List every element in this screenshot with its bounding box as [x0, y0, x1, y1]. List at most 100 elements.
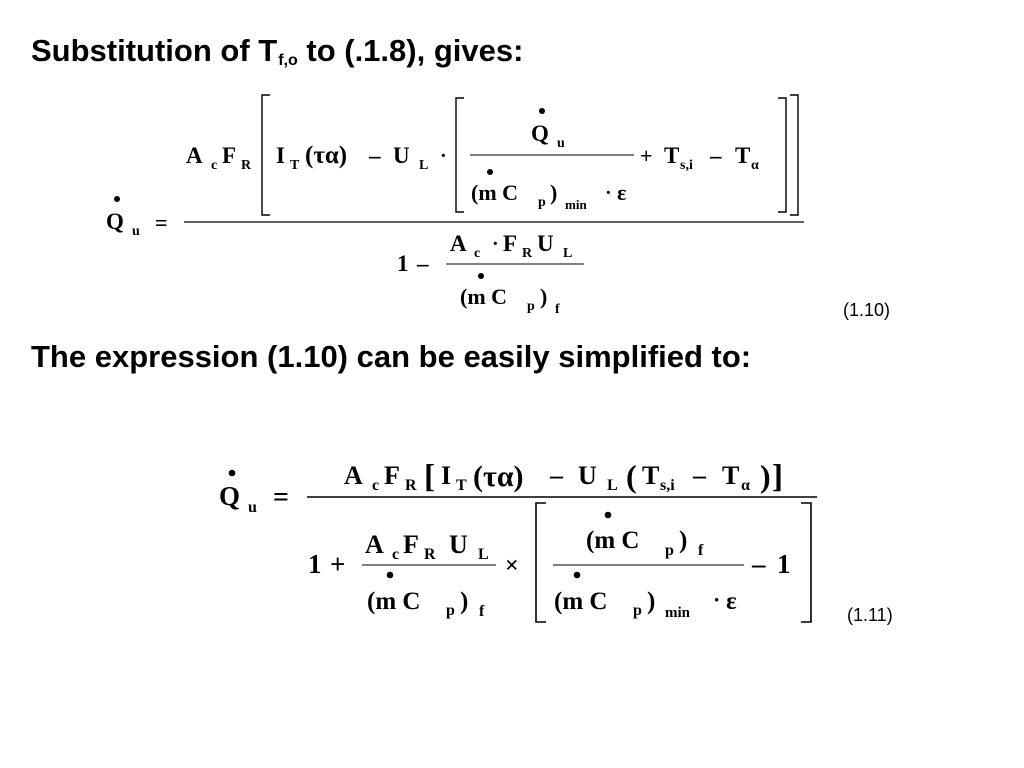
eq-subscript: u — [557, 136, 565, 151]
bracket — [261, 94, 270, 216]
eq-symbol: 1 — [397, 251, 409, 276]
eq-subscript: L — [563, 246, 572, 261]
eq-subscript: L — [607, 477, 618, 494]
eq-bracket: [ — [424, 459, 435, 495]
bracket — [801, 502, 812, 623]
eq-subscript: c — [211, 158, 217, 173]
eq-operator: – — [709, 143, 722, 168]
eq-symbol: 1 — [308, 549, 322, 579]
eq-symbol: A — [365, 530, 384, 559]
eq-symbol: ) — [550, 180, 557, 205]
equation-number: (1.10) — [843, 300, 891, 320]
eq-operator: – — [549, 461, 564, 490]
eq-subscript: T — [456, 477, 467, 494]
derivative-dot — [478, 273, 484, 279]
eq-operator: · — [713, 587, 720, 612]
eq-subscript: p — [665, 542, 674, 559]
eq-symbol: U — [449, 530, 468, 559]
eq-symbol: T — [664, 143, 679, 168]
eq-operator: · — [440, 145, 447, 167]
eq-operator: – — [416, 251, 429, 276]
derivative-dot — [114, 196, 120, 202]
heading-simplified: The expression (1.10) can be easily simp… — [31, 341, 751, 372]
eq-symbol: T — [722, 461, 739, 490]
eq-subscript: c — [474, 246, 480, 261]
eq-subscript: α — [741, 477, 750, 494]
heading-text: The expression (1.10) can be easily simp… — [31, 339, 752, 374]
bracket — [778, 97, 787, 213]
eq-symbol: ) — [647, 588, 655, 615]
eq-operator: – — [368, 143, 381, 168]
eq-bracket: ] — [772, 459, 783, 495]
eq-subscript: R — [424, 546, 436, 563]
eq-subscript: u — [248, 499, 257, 516]
eq-operator: + — [640, 143, 653, 168]
eq-operator: – — [692, 461, 707, 490]
eq-symbol: (m C — [460, 284, 507, 309]
eq-symbol: 1 — [777, 549, 791, 579]
eq-symbol: (m C — [586, 527, 639, 554]
equation-1-11: Q u = A c F R [ I T (τα) – U L ( T s,i –… — [219, 458, 817, 623]
eq-subscript: p — [633, 602, 642, 619]
bracket — [535, 502, 546, 623]
eq-subscript: p — [527, 299, 535, 314]
eq-symbol: Q — [106, 209, 124, 234]
eq-symbol: (m C — [554, 588, 607, 615]
heading-substitution: Substitution of Tf,o to (.1.8), gives: — [31, 35, 523, 69]
eq-symbol: ε — [617, 180, 626, 205]
eq-subscript: s,i — [660, 477, 675, 494]
eq-symbol: U — [537, 231, 554, 256]
eq-subscript: R — [241, 158, 252, 173]
eq-symbol: A — [450, 231, 467, 256]
eq-subscript: α — [751, 158, 759, 173]
eq-symbol: T — [642, 461, 659, 490]
eq-symbol: ) — [679, 527, 687, 554]
eq-subscript: T — [290, 158, 300, 173]
eq-symbol: T — [735, 143, 750, 168]
eq-symbol: (τα) — [473, 460, 524, 493]
eq-symbol: F — [384, 461, 400, 490]
eq-subscript: c — [372, 477, 379, 494]
eq-operator: · — [605, 182, 612, 204]
eq-symbol: Q — [531, 121, 549, 146]
eq-operator: × — [505, 553, 519, 579]
eq-subscript: u — [132, 224, 140, 239]
eq-subscript: p — [446, 602, 455, 619]
equation-1-10: Q u = A c F R I T (τα) – U L · Q u (m C … — [106, 94, 804, 317]
eq-subscript: f — [555, 302, 560, 317]
derivative-dot — [386, 571, 394, 579]
eq-subscript: R — [522, 246, 533, 261]
eq-symbol: (m C — [367, 588, 420, 615]
eq-operator: · — [492, 233, 499, 255]
eq-subscript: L — [419, 158, 428, 173]
eq-symbol: F — [222, 143, 236, 168]
eq-symbol: (m C — [471, 180, 518, 205]
bracket — [455, 97, 464, 213]
eq-subscript: min — [665, 605, 691, 621]
derivative-dot — [539, 108, 545, 114]
derivative-dot — [228, 469, 236, 477]
eq-subscript: f — [479, 603, 485, 620]
eq-operator: + — [330, 549, 345, 579]
eq-symbol: ) — [460, 588, 468, 615]
eq-operator: – — [751, 549, 766, 579]
bracket — [790, 94, 799, 216]
eq-symbol: A — [186, 143, 203, 168]
eq-subscript: f — [698, 542, 704, 559]
derivative-dot — [604, 511, 612, 519]
eq-subscript: c — [392, 546, 399, 563]
eq-symbol: ) — [540, 284, 547, 309]
heading-text: to (.1.8), gives: — [297, 33, 524, 68]
eq-symbol: I — [276, 143, 285, 168]
eq-symbol: Q — [219, 481, 240, 511]
eq-subscript: R — [405, 477, 417, 494]
eq-symbol: F — [403, 530, 419, 559]
equation-number: (1.11) — [847, 605, 893, 625]
derivative-dot — [573, 571, 581, 579]
eq-equals: = — [155, 210, 168, 235]
eq-symbol: U — [578, 461, 597, 490]
eq-symbol: (τα) — [305, 142, 347, 169]
eq-subscript: min — [565, 197, 587, 212]
eq-bracket: ) — [760, 458, 771, 494]
eq-symbol: F — [503, 231, 517, 256]
